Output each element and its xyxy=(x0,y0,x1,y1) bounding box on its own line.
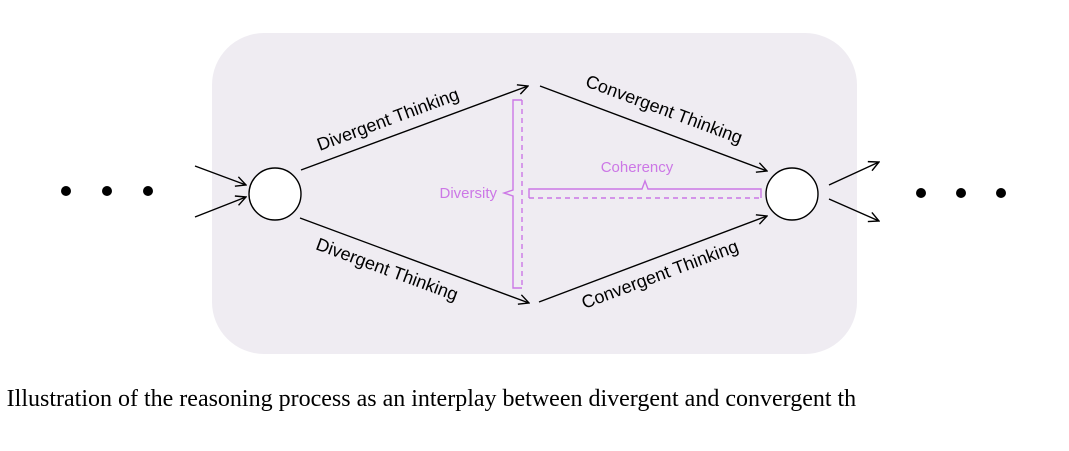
coherency-label: Coherency xyxy=(601,159,674,176)
incoming-arrow-top xyxy=(194,165,246,185)
outgoing-arrow-top xyxy=(828,162,879,186)
ellipsis-left xyxy=(61,186,153,196)
outgoing-arrow-bottom xyxy=(828,198,879,221)
divergent-arrow-top xyxy=(300,86,528,171)
end-node xyxy=(765,167,819,221)
convergent-arrow-bottom xyxy=(538,216,767,303)
diversity-bracket xyxy=(501,99,523,289)
start-node xyxy=(248,167,302,221)
figure-caption: : Illustration of the reasoning process … xyxy=(0,386,857,412)
incoming-arrow-bottom xyxy=(194,197,246,218)
coherency-bracket xyxy=(528,179,762,199)
divergent-arrow-bottom xyxy=(299,217,529,303)
convergent-arrow-top xyxy=(539,85,767,171)
process-panel xyxy=(212,33,857,354)
ellipsis-right xyxy=(916,188,1006,198)
diversity-label: Diversity xyxy=(439,185,497,202)
